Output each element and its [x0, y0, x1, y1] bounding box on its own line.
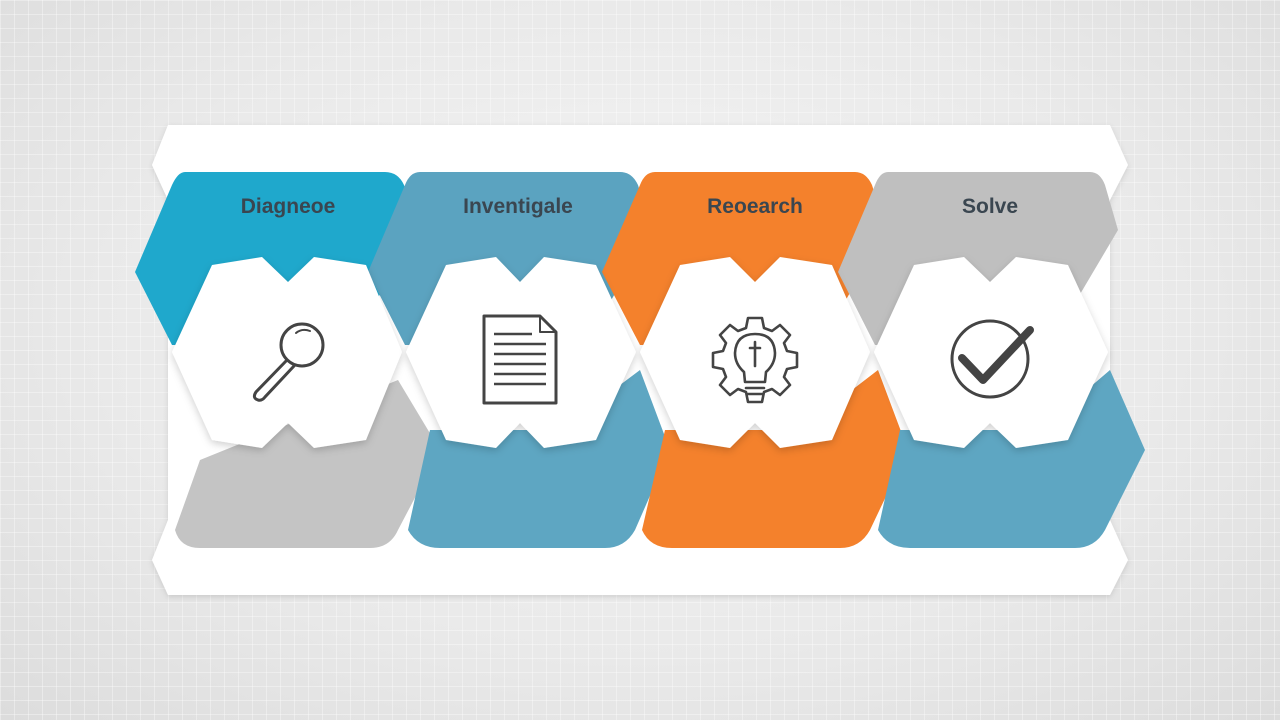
gear-lightbulb-icon: [711, 316, 799, 404]
checkmark-icon: [950, 319, 1034, 399]
document-icon: [482, 314, 558, 405]
step-labels: Diagneoe Inventigale Reoearch Solve: [241, 195, 1018, 218]
hexagon-diagnose: [172, 257, 402, 448]
step-label-investigate: Inventigale: [463, 195, 573, 218]
bottom-tile-gray: [175, 380, 440, 548]
step-label-research: Reoearch: [707, 195, 803, 218]
magnifier-icon: [252, 322, 325, 402]
hexagon-solve: [874, 257, 1108, 448]
step-label-solve: Solve: [962, 195, 1018, 218]
step-label-diagnose: Diagneoe: [241, 195, 336, 218]
